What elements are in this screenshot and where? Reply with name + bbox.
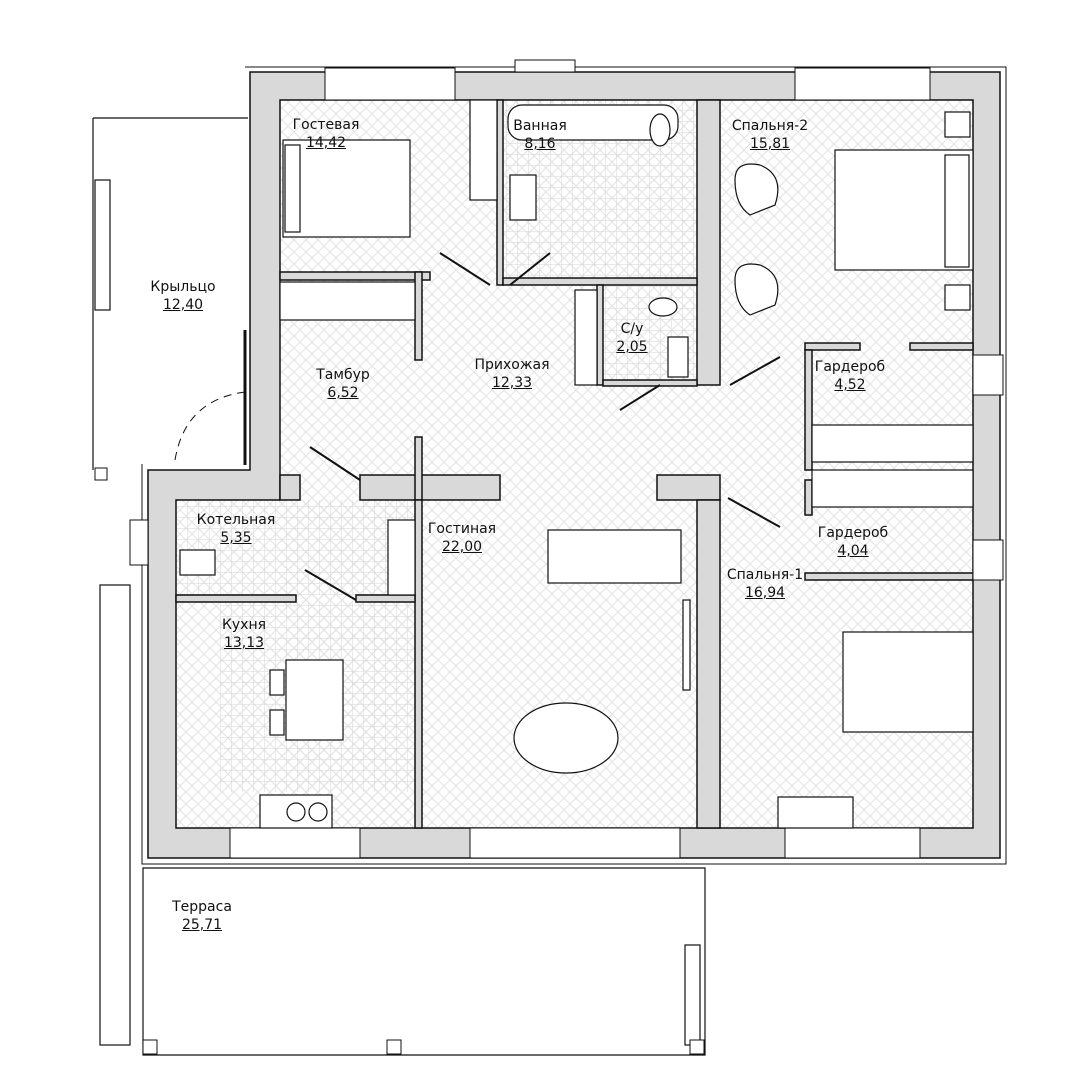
outer-contour xyxy=(141,66,1007,865)
interior-walls xyxy=(175,99,974,829)
bathtub xyxy=(507,104,679,141)
doors xyxy=(174,252,781,601)
windows xyxy=(129,59,1004,859)
dining-table xyxy=(513,702,619,774)
sofa xyxy=(547,529,682,584)
toilet xyxy=(649,113,671,147)
sink xyxy=(509,174,537,221)
furniture xyxy=(179,99,974,829)
desk xyxy=(777,796,854,829)
porch-outline xyxy=(92,117,248,470)
posts xyxy=(94,467,705,1055)
wardrobe-tambur xyxy=(279,281,416,321)
terrace-outline xyxy=(94,179,706,1056)
bed-1 xyxy=(842,631,974,733)
kitchen-island xyxy=(285,659,344,741)
bed-guest xyxy=(282,139,411,238)
